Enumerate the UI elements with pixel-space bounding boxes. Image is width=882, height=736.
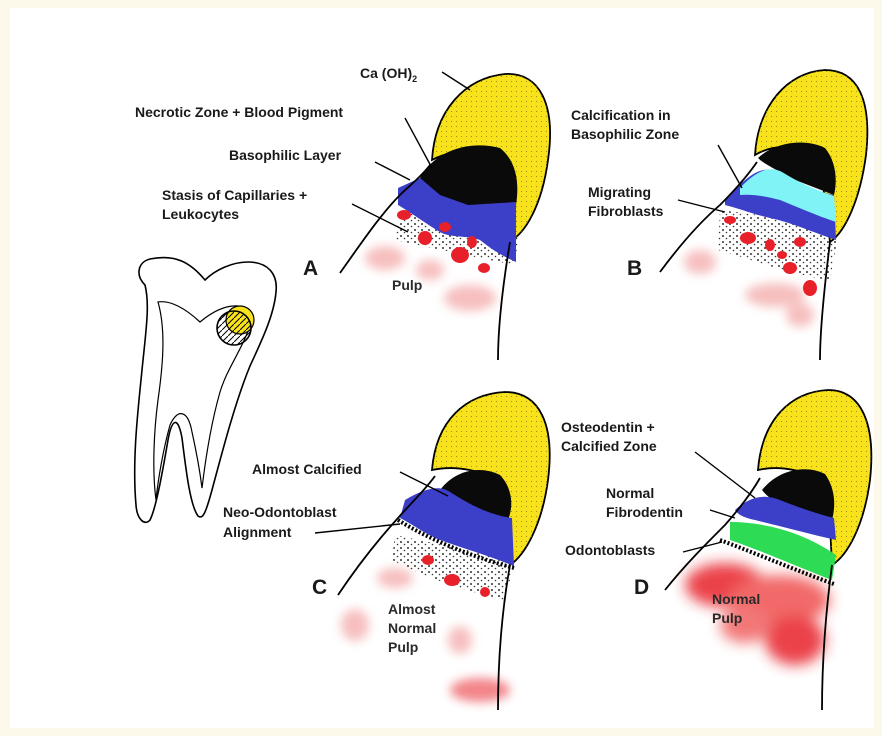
label-stasis-line1: Stasis of Capillaries + <box>162 187 307 203</box>
label-almost-normal-pulp-3: Pulp <box>388 639 418 655</box>
label-almost-normal-pulp-2: Normal <box>388 620 436 636</box>
label-migrating-line1: Migrating <box>588 184 651 200</box>
label-normal-pulp-1: Normal <box>712 591 760 607</box>
label-pulp-a: Pulp <box>392 277 422 293</box>
panel-d: Osteodentin + Calcified Zone Normal Fibr… <box>561 390 871 710</box>
label-normal-fibrodentin-line2: Fibrodentin <box>606 504 683 520</box>
label-calcification-line1: Calcification in <box>571 107 671 123</box>
label-calcification-line2: Basophilic Zone <box>571 126 679 142</box>
label-normal-pulp-2: Pulp <box>712 610 742 626</box>
pulp-haze-d <box>685 563 830 665</box>
label-osteodentin-line1: Osteodentin + <box>561 419 655 435</box>
label-neo-odontoblast-line2: Alignment <box>223 524 292 540</box>
label-neo-odontoblast-line1: Neo-Odontoblast <box>223 504 337 520</box>
panel-b: Calcification in Basophilic Zone Migrati… <box>571 70 867 360</box>
panel-letter-c: C <box>312 576 327 599</box>
label-stasis-line2: Leukocytes <box>162 206 239 222</box>
label-caoh: Ca (OH)2 <box>360 65 417 84</box>
label-odontoblasts: Odontoblasts <box>565 542 655 558</box>
label-normal-fibrodentin-line1: Normal <box>606 485 654 501</box>
tooth-outline <box>135 258 277 523</box>
panel-letter-b: B <box>627 257 642 280</box>
label-almost-calcified: Almost Calcified <box>252 461 362 477</box>
label-basophilic-layer: Basophilic Layer <box>229 147 342 163</box>
label-migrating-line2: Fibroblasts <box>588 203 664 219</box>
label-necrotic-zone: Necrotic Zone + Blood Pigment <box>135 104 343 120</box>
panel-letter-a: A <box>303 257 318 280</box>
molar-tooth-schematic <box>135 258 277 523</box>
capping-site-magnifier <box>217 311 251 345</box>
label-osteodentin-line2: Calcified Zone <box>561 438 657 454</box>
panel-c: Almost Calcified Neo-Odontoblast Alignme… <box>223 392 550 710</box>
panel-letter-d: D <box>634 576 649 599</box>
label-almost-normal-pulp-1: Almost <box>388 601 436 617</box>
